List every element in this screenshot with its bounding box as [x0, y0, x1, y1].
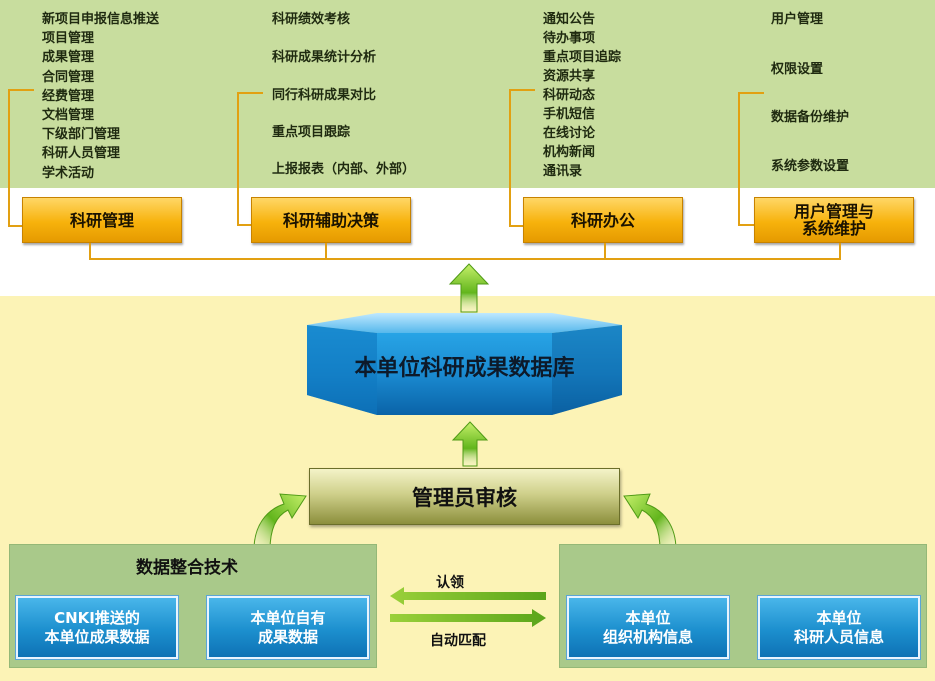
up-arrow-to-modules-icon	[448, 263, 490, 313]
module-4-title-line1: 用户管理与	[793, 202, 874, 221]
connector-line	[325, 243, 327, 260]
module-3-item: 重点项目追踪	[543, 50, 622, 65]
module-1-item: 新项目申报信息推送	[42, 12, 160, 27]
connector-line	[839, 243, 841, 260]
module-1-item: 科研人员管理	[42, 146, 121, 162]
researcher-box-line1: 本单位	[816, 608, 862, 627]
module-3-title-button[interactable]: 科研办公	[523, 197, 683, 243]
module-4-title-button[interactable]: 用户管理与 系统维护	[754, 197, 914, 243]
module-2-title: 科研辅助决策	[282, 210, 379, 230]
own-data-box[interactable]: 本单位自有 成果数据	[206, 595, 370, 660]
claim-label: 认领	[436, 575, 464, 591]
module-3-item: 通讯录	[543, 164, 583, 179]
module-4-item: 用户管理	[771, 12, 824, 27]
module-2-item: 同行科研成果对比	[272, 88, 377, 103]
auto-match-label: 自动匹配	[430, 633, 486, 649]
module-3-item: 待办事项	[543, 31, 596, 46]
module-1-item: 项目管理	[42, 31, 95, 47]
top-module-band	[0, 0, 935, 188]
cnki-pushed-data-box[interactable]: CNKI推送的 本单位成果数据	[15, 595, 179, 660]
module-1-item: 合同管理	[42, 69, 95, 85]
module-3-item: 科研动态	[543, 88, 596, 103]
connector-line	[89, 243, 91, 260]
module-1-bracket	[8, 89, 34, 227]
own-data-line2: 成果数据	[257, 627, 318, 646]
module-3-item: 资源共享	[543, 69, 596, 84]
module-4-item: 数据备份维护	[771, 110, 850, 125]
database-shape	[307, 313, 622, 415]
curved-arrow-left-icon	[253, 493, 307, 551]
module-3-item: 在线讨论	[543, 126, 596, 141]
module-4-item: 权限设置	[771, 62, 824, 77]
bidirectional-arrows-icon	[390, 587, 546, 627]
connector-bus-line	[89, 258, 841, 260]
curved-arrow-right-icon	[623, 493, 677, 551]
module-2-bracket	[237, 92, 263, 226]
module-2-title-button[interactable]: 科研辅助决策	[251, 197, 411, 243]
org-box-line1: 本单位	[625, 608, 671, 627]
org-structure-box[interactable]: 本单位 组织机构信息	[566, 595, 730, 660]
module-2-item: 科研成果统计分析	[272, 50, 377, 65]
module-1-title-button[interactable]: 科研管理	[22, 197, 182, 243]
module-3-bracket	[509, 89, 535, 227]
module-3-title: 科研办公	[570, 210, 635, 230]
up-arrow-to-database-icon	[451, 421, 489, 467]
module-2-item: 上报报表（内部、外部）	[272, 162, 416, 177]
module-3-item: 通知公告	[543, 12, 596, 27]
module-3-item: 手机短信	[543, 107, 596, 122]
own-data-line1: 本单位自有	[250, 608, 326, 627]
cnki-box-line1: CNKI推送的	[54, 608, 140, 627]
module-1-item: 学术活动	[42, 165, 95, 181]
cnki-box-line2: 本单位成果数据	[44, 627, 150, 646]
module-1-title: 科研管理	[69, 210, 134, 230]
module-1-item: 下级部门管理	[42, 127, 121, 143]
module-1-item: 文档管理	[42, 108, 95, 123]
researcher-info-box[interactable]: 本单位 科研人员信息	[757, 595, 921, 660]
connector-line	[604, 243, 606, 260]
module-3-item: 机构新闻	[543, 145, 596, 160]
module-1-item: 成果管理	[42, 50, 95, 66]
researcher-box-line2: 科研人员信息	[793, 627, 884, 646]
module-2-item: 重点项目跟踪	[272, 125, 351, 140]
module-4-item: 系统参数设置	[771, 159, 850, 174]
org-box-line2: 组织机构信息	[602, 627, 693, 646]
module-2-item: 科研绩效考核	[272, 12, 351, 27]
admin-review-label: 管理员审核	[412, 485, 517, 510]
module-1-item: 经费管理	[42, 88, 95, 104]
database-label: 本单位科研成果数据库	[354, 356, 575, 381]
module-4-bracket	[738, 92, 764, 226]
module-4-title-line2: 系统维护	[801, 219, 866, 238]
data-integration-title: 数据整合技术	[136, 558, 238, 578]
admin-review-box[interactable]: 管理员审核	[309, 468, 620, 525]
